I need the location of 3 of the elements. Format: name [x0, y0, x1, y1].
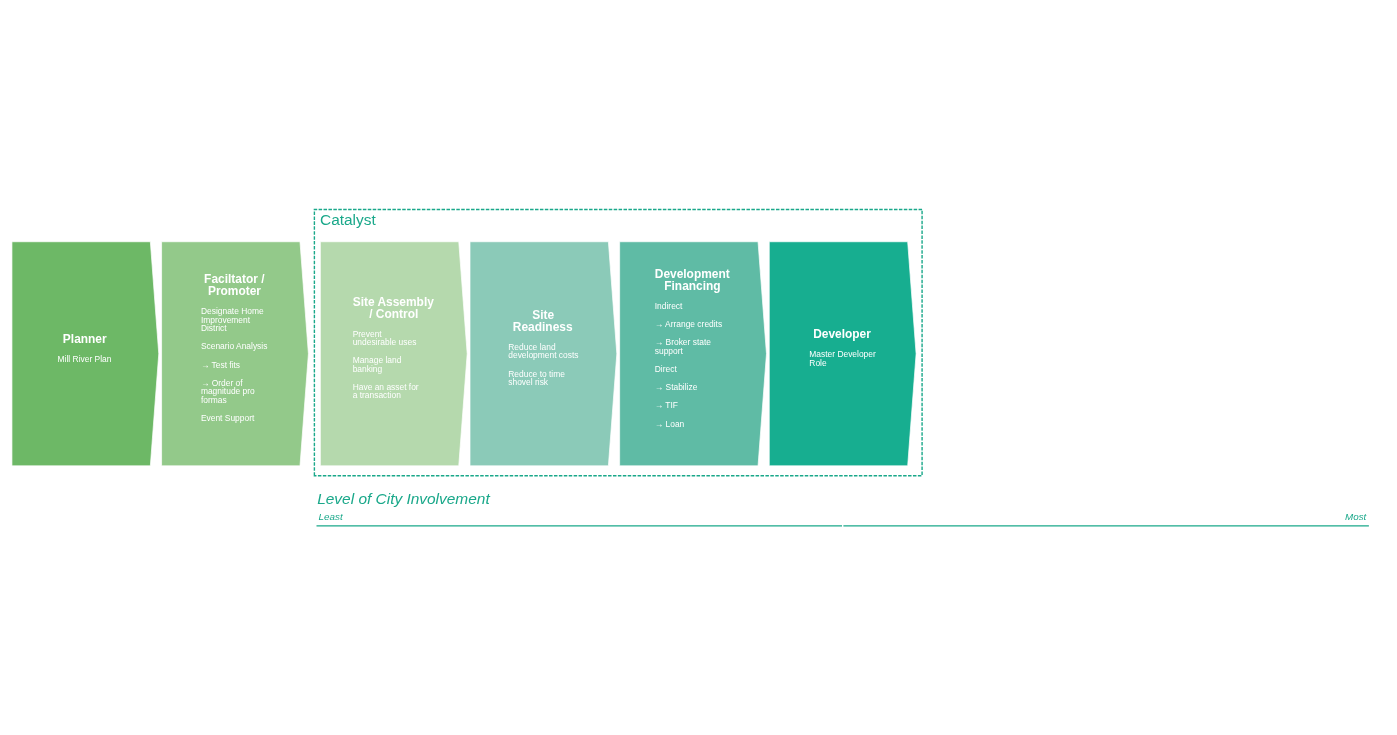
- label: Least: [318, 511, 343, 523]
- label: Most: [1345, 511, 1367, 523]
- label: Level of City Involvement: [317, 489, 490, 507]
